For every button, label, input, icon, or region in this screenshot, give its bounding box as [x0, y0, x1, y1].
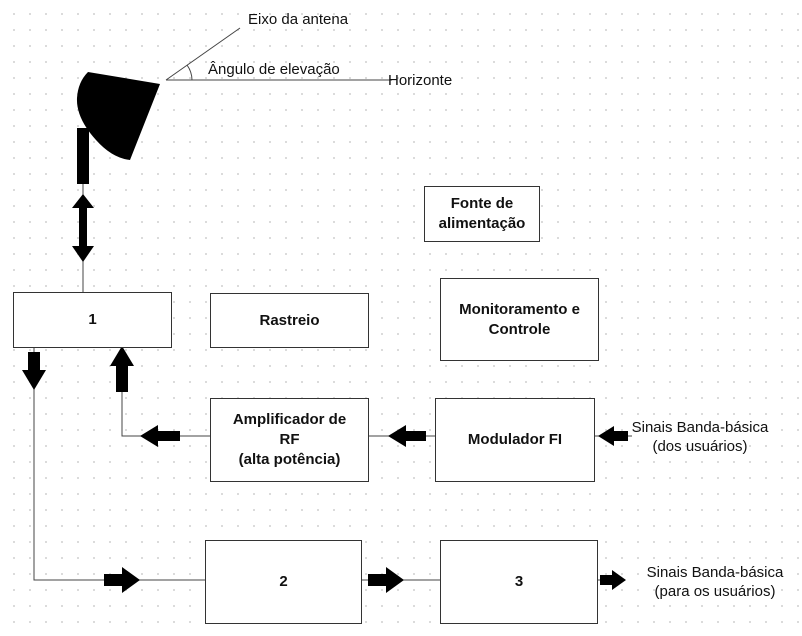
block-2-label: 2: [279, 573, 288, 590]
arrow-left-icon: [388, 425, 426, 447]
power-supply-line1: Fonte de: [450, 195, 514, 212]
baseband-input-line1: Sinais Banda-básica: [631, 419, 769, 436]
arrow-left-icon: [598, 426, 628, 446]
arrow-right-icon: [368, 567, 404, 593]
power-supply-block: Fonte de alimentação: [424, 186, 540, 242]
rf-amplifier-line1: Amplificador de: [232, 411, 347, 428]
baseband-output-label: Sinais Banda-básica (para os usuários): [635, 563, 795, 601]
arrow-up-icon: [110, 346, 134, 392]
rf-amplifier-line3: (alta potência): [238, 451, 341, 468]
elevation-angle-arc: [186, 64, 193, 81]
arrow-right-icon: [104, 567, 140, 593]
power-supply-line2: alimentação: [438, 215, 526, 232]
block-1: 1: [13, 292, 172, 348]
monitoring-line1: Monitoramento e: [459, 300, 580, 318]
rf-amplifier-line2: RF: [279, 431, 300, 448]
baseband-output-line1: Sinais Banda-básica: [646, 564, 784, 581]
double-arrow-icon: [72, 194, 94, 262]
block-1-label: 1: [88, 311, 97, 328]
satellite-dish-icon: [76, 72, 160, 184]
block-3: 3: [440, 540, 598, 624]
horizon-label: Horizonte: [388, 72, 453, 89]
monitoring-line2: Controle: [488, 320, 551, 338]
baseband-input-label: Sinais Banda-básica (dos usuários): [630, 418, 770, 456]
antenna-axis-label: Eixo da antena: [248, 11, 349, 28]
rf-amplifier-block: Amplificador de RF (alta potência): [210, 398, 369, 482]
baseband-input-line2: (dos usuários): [652, 438, 748, 455]
arrow-left-icon: [140, 425, 180, 447]
arrow-right-icon: [600, 570, 626, 590]
block-3-label: 3: [514, 573, 524, 590]
antenna-axis-line: [165, 27, 241, 81]
tracking-block: Rastreio: [210, 293, 369, 348]
fi-modulator-label: Modulador FI: [467, 431, 563, 448]
arrow-down-icon: [22, 352, 46, 390]
monitoring-control-block: Monitoramento e Controle: [440, 278, 599, 361]
block-2: 2: [205, 540, 362, 624]
baseband-output-line2: (para os usuários): [654, 583, 776, 600]
tracking-label: Rastreio: [259, 311, 320, 329]
elevation-angle-label: Ângulo de elevação: [208, 61, 340, 78]
fi-modulator-block: Modulador FI: [435, 398, 595, 482]
